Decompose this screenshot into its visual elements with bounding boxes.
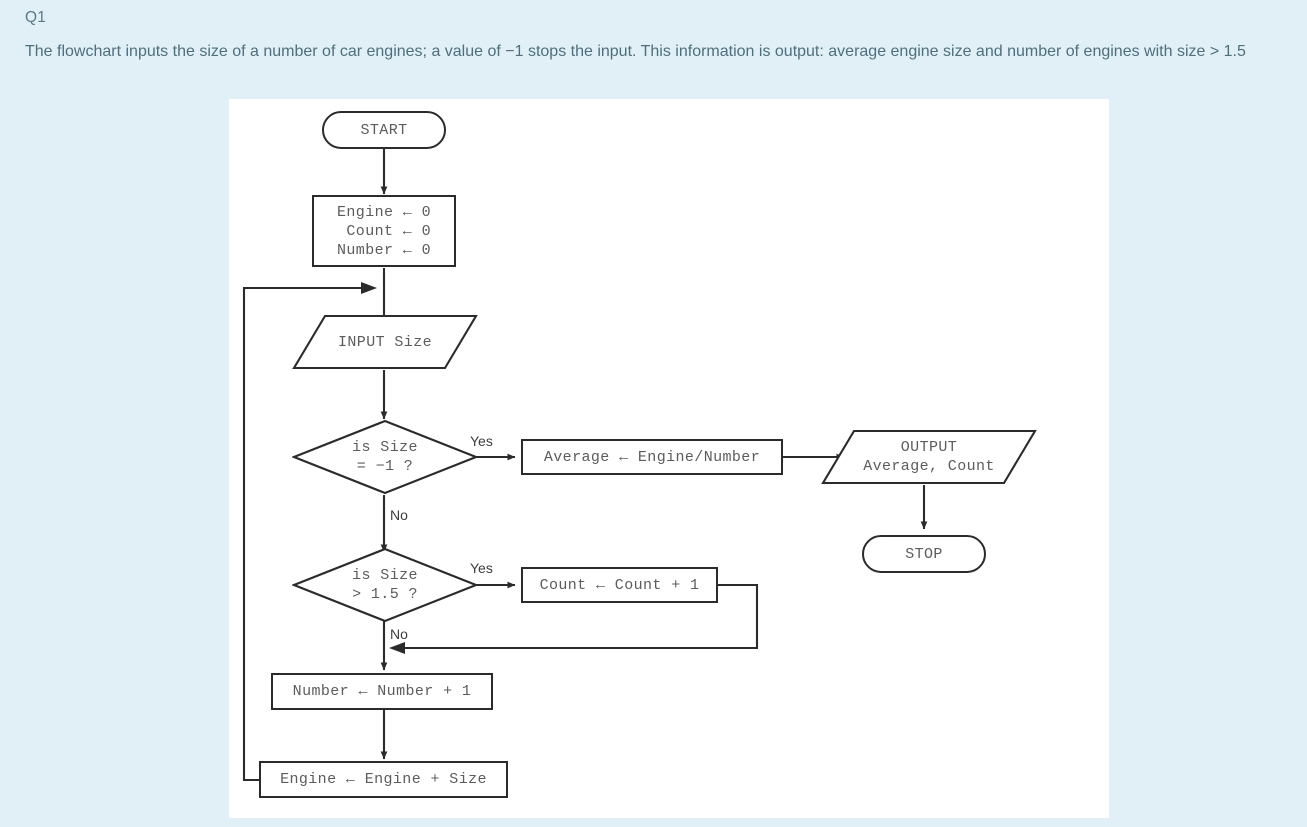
node-input-size[interactable]: INPUT Size	[292, 314, 478, 370]
edge-label-size-no: No	[390, 626, 408, 642]
node-start[interactable]: START	[322, 111, 446, 149]
node-output-line2: Average, Count	[863, 458, 995, 475]
diamond-shape	[292, 547, 478, 623]
node-decision-size-line1: is Size	[352, 567, 418, 584]
node-output-label: OUTPUT Average, Count	[821, 429, 1037, 485]
node-engine-sum[interactable]: Engine ← Engine + Size	[259, 761, 508, 798]
node-count-increment-label: Count ← Count + 1	[539, 576, 700, 594]
node-decision-stop-line1: is Size	[352, 439, 418, 456]
node-decision-size[interactable]: is Size > 1.5 ?	[292, 547, 478, 623]
node-input-size-label: INPUT Size	[337, 333, 432, 351]
node-start-label: START	[360, 121, 408, 139]
node-decision-size-label: is Size > 1.5 ?	[292, 547, 478, 623]
node-init-line3: Number ← 0	[336, 241, 431, 259]
node-decision-stop-label: is Size = −1 ?	[292, 419, 478, 495]
edge-label-size-yes: Yes	[470, 560, 493, 576]
node-number-increment[interactable]: Number ← Number + 1	[271, 673, 493, 710]
node-number-increment-label: Number ← Number + 1	[292, 683, 472, 700]
edge-label-stop-no: No	[390, 507, 408, 523]
node-decision-stop-line2: = −1 ?	[356, 458, 414, 475]
question-text: The flowchart inputs the size of a numbe…	[25, 43, 1246, 60]
edge-label-stop-yes: Yes	[470, 433, 493, 449]
parallelogram-shape	[821, 429, 1037, 485]
parallelogram-shape	[292, 314, 478, 370]
node-decision-size-line2: > 1.5 ?	[352, 586, 418, 603]
diamond-shape	[292, 419, 478, 495]
node-init-line1: Engine ← 0	[336, 203, 431, 221]
flowchart-connectors	[242, 149, 928, 782]
question-label: Q1	[25, 9, 47, 26]
node-average[interactable]: Average ← Engine/Number	[521, 439, 783, 475]
node-init-line2: Count ← 0	[336, 222, 431, 240]
node-stop-label: STOP	[905, 545, 943, 563]
node-decision-stop[interactable]: is Size = −1 ?	[292, 419, 478, 495]
node-stop[interactable]: STOP	[862, 535, 986, 573]
node-count-increment[interactable]: Count ← Count + 1	[521, 567, 718, 603]
flowchart-panel: START Engine ← 0 Count ← 0 Number ← 0 IN…	[229, 99, 1109, 818]
node-init[interactable]: Engine ← 0 Count ← 0 Number ← 0	[312, 195, 456, 267]
node-output-line1: OUTPUT	[900, 439, 958, 456]
node-average-label: Average ← Engine/Number	[543, 448, 761, 466]
flowchart-diagram: START Engine ← 0 Count ← 0 Number ← 0 IN…	[229, 99, 1109, 818]
node-output[interactable]: OUTPUT Average, Count	[821, 429, 1037, 485]
node-engine-sum-label: Engine ← Engine + Size	[280, 771, 487, 788]
